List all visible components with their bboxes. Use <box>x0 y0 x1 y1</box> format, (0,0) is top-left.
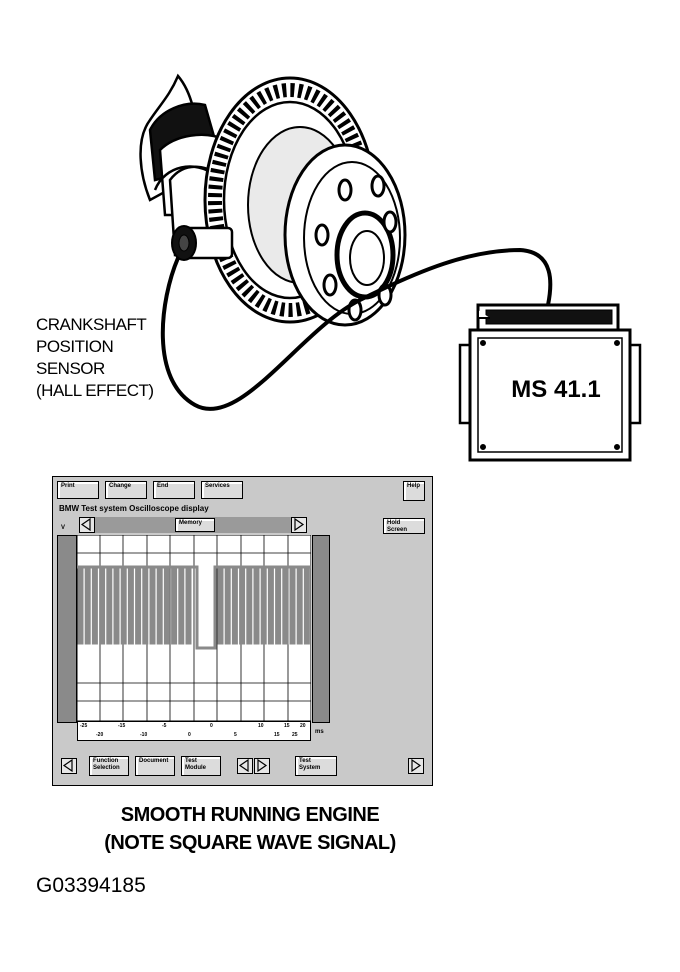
crank-flange <box>283 143 407 327</box>
sensor-label-line1: CRANKSHAFT <box>36 315 147 334</box>
arrow-right-icon <box>294 517 305 532</box>
caption-line1: SMOOTH RUNNING ENGINE <box>120 804 380 826</box>
step-left-button[interactable] <box>237 758 253 774</box>
arrow-left-icon <box>62 758 73 773</box>
document-button[interactable]: Document <box>135 756 175 776</box>
step-right-button[interactable] <box>254 758 270 774</box>
function-selection-button[interactable]: Function Selection <box>89 756 129 776</box>
crankshaft-illustration <box>139 73 642 462</box>
change-button[interactable]: Change <box>105 481 147 499</box>
arrow-left-icon <box>80 517 91 532</box>
x-tick-label: 0 <box>188 732 191 738</box>
y-unit-label: V <box>61 525 66 531</box>
arrow-left-icon <box>238 758 249 773</box>
x-tick-label: -25 <box>80 723 88 729</box>
arrow-right-icon <box>257 758 268 773</box>
ecu-module <box>458 303 642 462</box>
oscilloscope-title: BMW Test system Oscilloscope display <box>59 504 209 513</box>
x-tick-label: 20 <box>300 723 306 729</box>
page-right-button[interactable] <box>408 758 424 774</box>
hall-sensor <box>171 225 234 261</box>
arrow-right-icon <box>411 758 422 773</box>
memory-button[interactable]: Memory <box>175 518 215 532</box>
x-tick-label: -15 <box>118 723 126 729</box>
x-tick-label: 25 <box>292 732 298 738</box>
sensor-label-line4: (HALL EFFECT) <box>36 381 154 400</box>
end-button[interactable]: End <box>153 481 195 499</box>
scroll-right-button[interactable] <box>291 517 307 533</box>
sensor-label-line3: SENSOR <box>36 359 105 378</box>
ecu-label: MS 41.1 <box>511 376 601 403</box>
sensor-label-line2: POSITION <box>36 337 114 356</box>
oscilloscope-screen: Print Change End Services Help BMW Test … <box>52 476 433 786</box>
x-tick-label: -20 <box>96 732 104 738</box>
test-system-button[interactable]: Test System <box>295 756 337 776</box>
waveform-display <box>77 535 311 721</box>
sensor-wire <box>160 247 553 411</box>
hold-screen-button[interactable]: Hold Screen <box>383 518 425 534</box>
services-button[interactable]: Services <box>201 481 243 499</box>
right-level-bar <box>312 535 330 723</box>
x-tick-label: -5 <box>162 723 167 729</box>
x-tick-label: 15 <box>274 732 280 738</box>
x-tick-label: 0 <box>210 723 213 729</box>
test-module-button[interactable]: Test Module <box>181 756 221 776</box>
x-tick-label: 10 <box>258 723 264 729</box>
x-unit-label: ms <box>315 729 324 735</box>
x-tick-label: 5 <box>234 732 237 738</box>
left-level-bar <box>57 535 77 723</box>
caption-line2: (NOTE SQUARE WAVE SIGNAL) <box>104 832 396 854</box>
figure-id: G03394185 <box>36 874 146 897</box>
waveform-trace <box>77 565 311 650</box>
x-axis-scale: -25 -15 -5 0 10 15 20 -20 -10 0 5 15 25 <box>77 721 311 741</box>
x-tick-label: 15 <box>284 723 290 729</box>
help-button[interactable]: Help <box>403 481 425 501</box>
sensor-label: CRANKSHAFT POSITION SENSOR (HALL EFFECT) <box>36 314 236 402</box>
print-button[interactable]: Print <box>57 481 99 499</box>
scroll-left-button[interactable] <box>79 517 95 533</box>
square-wave-signal <box>77 565 311 650</box>
page-left-button[interactable] <box>61 758 77 774</box>
x-tick-label: -10 <box>140 732 148 738</box>
